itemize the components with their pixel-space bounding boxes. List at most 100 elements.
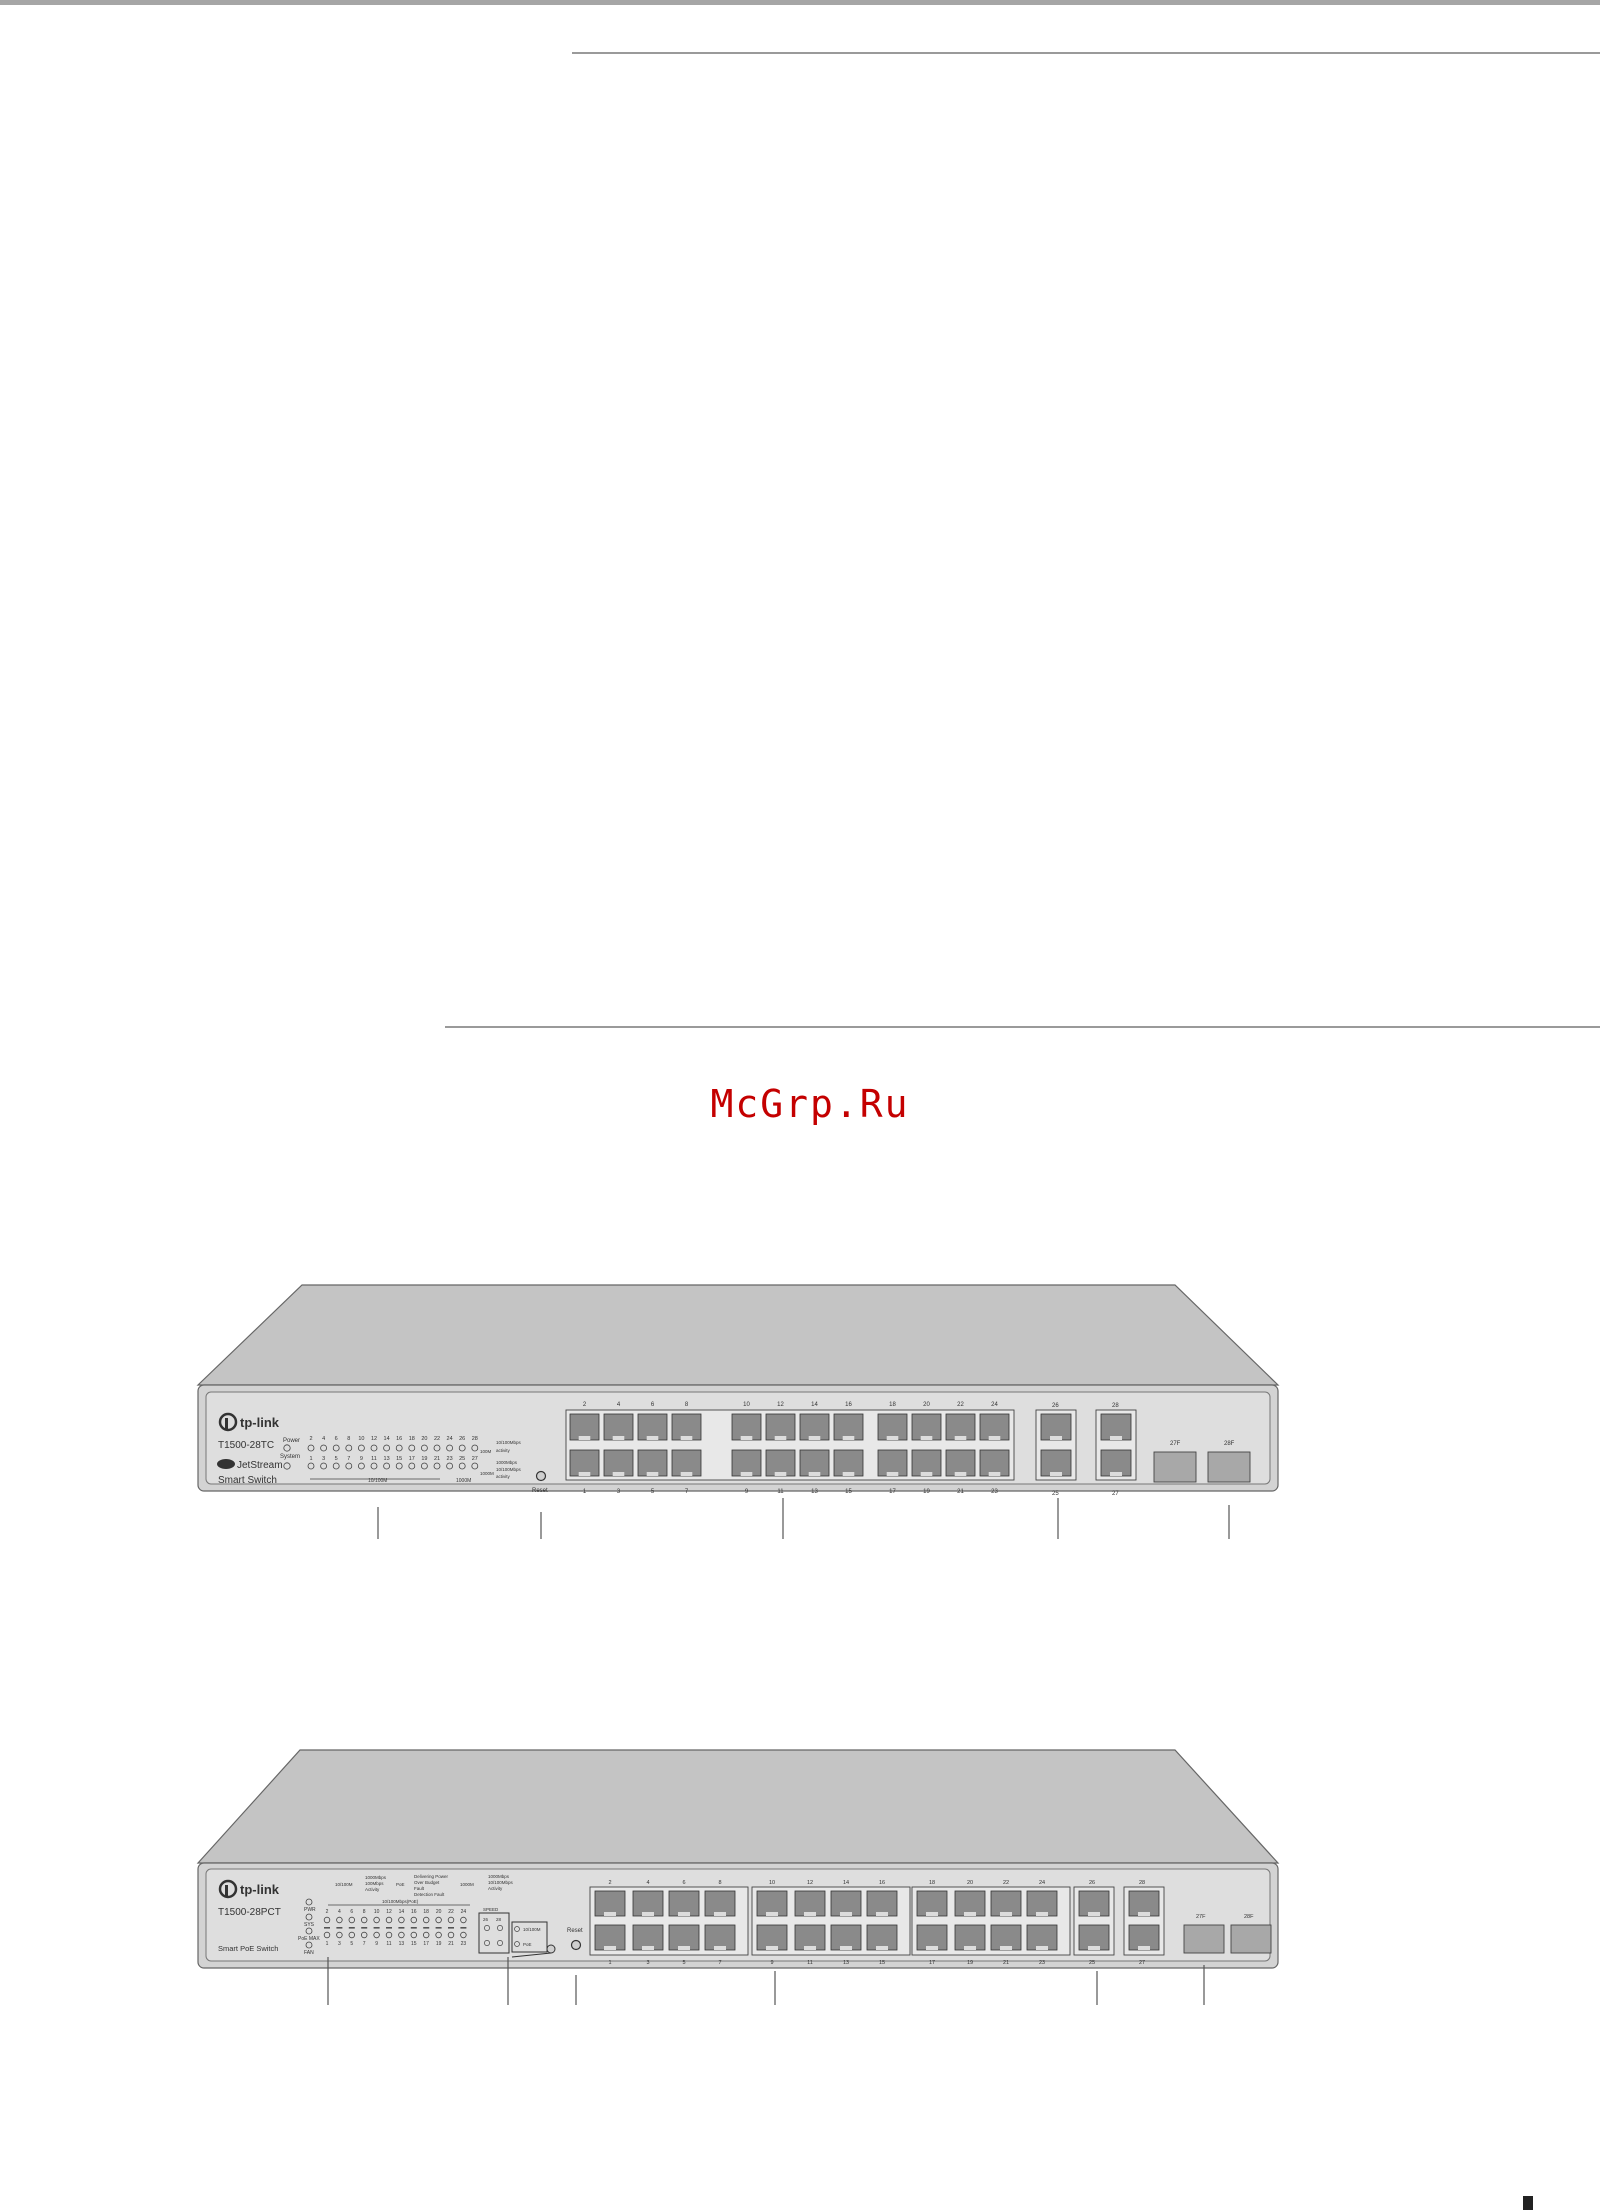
page-edge-mark xyxy=(1523,2196,1533,2210)
rj45-port-10[interactable] xyxy=(731,1413,762,1441)
led-number-bottom: 5 xyxy=(350,1941,353,1947)
speed-legend: 10/100M 1000Mbps 100Mbps Activity xyxy=(335,1875,387,1892)
combo-rj45-ports xyxy=(1040,1413,1132,1477)
led-number-bottom: 7 xyxy=(363,1941,366,1947)
rj45-port-20[interactable] xyxy=(911,1413,942,1441)
rj45-port-3[interactable] xyxy=(603,1449,634,1477)
led-number-top: 12 xyxy=(371,1436,377,1442)
series-label: JetStream xyxy=(237,1460,283,1471)
speed-legend: 100M 10/100Mbps activity 1000M 1000Mbps … xyxy=(480,1440,522,1479)
reset-button[interactable] xyxy=(570,1939,582,1951)
sys-led xyxy=(305,1913,313,1921)
rj45-port-19[interactable] xyxy=(911,1449,942,1477)
led-number-top: 28 xyxy=(472,1436,478,1442)
fan-led xyxy=(305,1941,313,1949)
rj45-port-21[interactable] xyxy=(990,1924,1022,1951)
rj45-port-20[interactable] xyxy=(954,1890,986,1917)
rj45-port-15[interactable] xyxy=(866,1924,898,1951)
rj45-port-7[interactable] xyxy=(671,1449,702,1477)
rj45-port-21[interactable] xyxy=(945,1449,976,1477)
rj45-port-3[interactable] xyxy=(632,1924,664,1951)
port-led-top xyxy=(385,1916,393,1924)
rj45-port-17[interactable] xyxy=(877,1449,908,1477)
rj45-port-27[interactable] xyxy=(1128,1924,1160,1951)
rj45-port-12[interactable] xyxy=(794,1890,826,1917)
led-number-top: 20 xyxy=(436,1909,442,1915)
port-label-top: 14 xyxy=(811,1402,818,1408)
led-number-top: 6 xyxy=(335,1436,338,1442)
rj45-port-14[interactable] xyxy=(799,1413,830,1441)
rj45-port-8[interactable] xyxy=(671,1413,702,1441)
sfp-port-27f[interactable] xyxy=(1153,1451,1197,1483)
port-led-bottom xyxy=(398,1931,405,1939)
rj45-port-23[interactable] xyxy=(979,1449,1010,1477)
rj45-port-23[interactable] xyxy=(1026,1924,1058,1951)
rj45-port-13[interactable] xyxy=(830,1924,862,1951)
sfp-port-28f[interactable] xyxy=(1207,1451,1251,1483)
mode-button[interactable] xyxy=(546,1944,556,1954)
sfp-port-28f[interactable] xyxy=(1230,1924,1272,1954)
rj45-port-10[interactable] xyxy=(756,1890,788,1917)
legend-1000mbps: 1000Mbps xyxy=(488,1874,510,1879)
led-number-top: 18 xyxy=(409,1436,415,1442)
rj45-port-9[interactable] xyxy=(731,1449,762,1477)
rj45-port-14[interactable] xyxy=(830,1890,862,1917)
rj45-port-26[interactable] xyxy=(1040,1413,1072,1441)
rj45-port-4[interactable] xyxy=(603,1413,634,1441)
rj45-port-19[interactable] xyxy=(954,1924,986,1951)
rj45-port-22[interactable] xyxy=(945,1413,976,1441)
rj45-port-18[interactable] xyxy=(916,1890,948,1917)
port-label-bottom: 21 xyxy=(957,1489,964,1495)
rj45-port-16[interactable] xyxy=(866,1890,898,1917)
rj45-port-28[interactable] xyxy=(1128,1890,1160,1917)
rj45-port-7[interactable] xyxy=(704,1924,736,1951)
rj45-port-11[interactable] xyxy=(794,1924,826,1951)
rj45-port-22[interactable] xyxy=(990,1890,1022,1917)
led-separator xyxy=(398,1927,405,1929)
rj45-port-2[interactable] xyxy=(594,1890,626,1917)
led-number-bottom: 21 xyxy=(434,1456,440,1462)
rj45-port-12[interactable] xyxy=(765,1413,796,1441)
port-label-top: 24 xyxy=(991,1402,998,1408)
rj45-port-9[interactable] xyxy=(756,1924,788,1951)
led-number-top: 8 xyxy=(347,1436,350,1442)
rj45-port-4[interactable] xyxy=(632,1890,664,1917)
rj45-port-6[interactable] xyxy=(668,1890,700,1917)
poe-max-label: PoE MAX xyxy=(298,1936,320,1942)
rj45-port-26[interactable] xyxy=(1078,1890,1110,1917)
rj45-port-5[interactable] xyxy=(668,1924,700,1951)
rj45-port-28[interactable] xyxy=(1100,1413,1132,1441)
rj45-port-17[interactable] xyxy=(916,1924,948,1951)
rj45-port-6[interactable] xyxy=(637,1413,668,1441)
port-label-top: 20 xyxy=(923,1402,930,1408)
rj45-port-24[interactable] xyxy=(1026,1890,1058,1917)
port-label-top: 14 xyxy=(843,1880,849,1886)
port-label-top: 4 xyxy=(646,1880,649,1886)
rj45-port-13[interactable] xyxy=(799,1449,830,1477)
reset-button[interactable] xyxy=(535,1470,547,1482)
sfp-port-27f[interactable] xyxy=(1183,1924,1225,1954)
rj45-port-25[interactable] xyxy=(1078,1924,1110,1951)
speed-1000: 1000Mbps xyxy=(365,1875,387,1880)
rj45-port-15[interactable] xyxy=(833,1449,864,1477)
port-led-bottom xyxy=(471,1462,479,1470)
rj45-port-2[interactable] xyxy=(569,1413,600,1441)
poe-legend-title: PoE xyxy=(396,1882,405,1887)
rj45-port-27[interactable] xyxy=(1100,1449,1132,1477)
rj45-port-16[interactable] xyxy=(833,1413,864,1441)
port-label-27: 27 xyxy=(1139,1960,1145,1966)
port-led-bottom xyxy=(383,1462,391,1470)
rj45-port-5[interactable] xyxy=(637,1449,668,1477)
port-led-bottom xyxy=(336,1931,343,1939)
port-led-bottom xyxy=(348,1931,355,1939)
legend-100m: 100M xyxy=(480,1449,492,1454)
rj45-port-1[interactable] xyxy=(594,1924,626,1951)
rj45-port-18[interactable] xyxy=(877,1413,908,1441)
rj45-port-25[interactable] xyxy=(1040,1449,1072,1477)
rj45-port-24[interactable] xyxy=(979,1413,1010,1441)
rj45-port-8[interactable] xyxy=(704,1890,736,1917)
rj45-port-1[interactable] xyxy=(569,1449,600,1477)
led-separator xyxy=(386,1927,392,1929)
rj45-port-11[interactable] xyxy=(765,1449,796,1477)
